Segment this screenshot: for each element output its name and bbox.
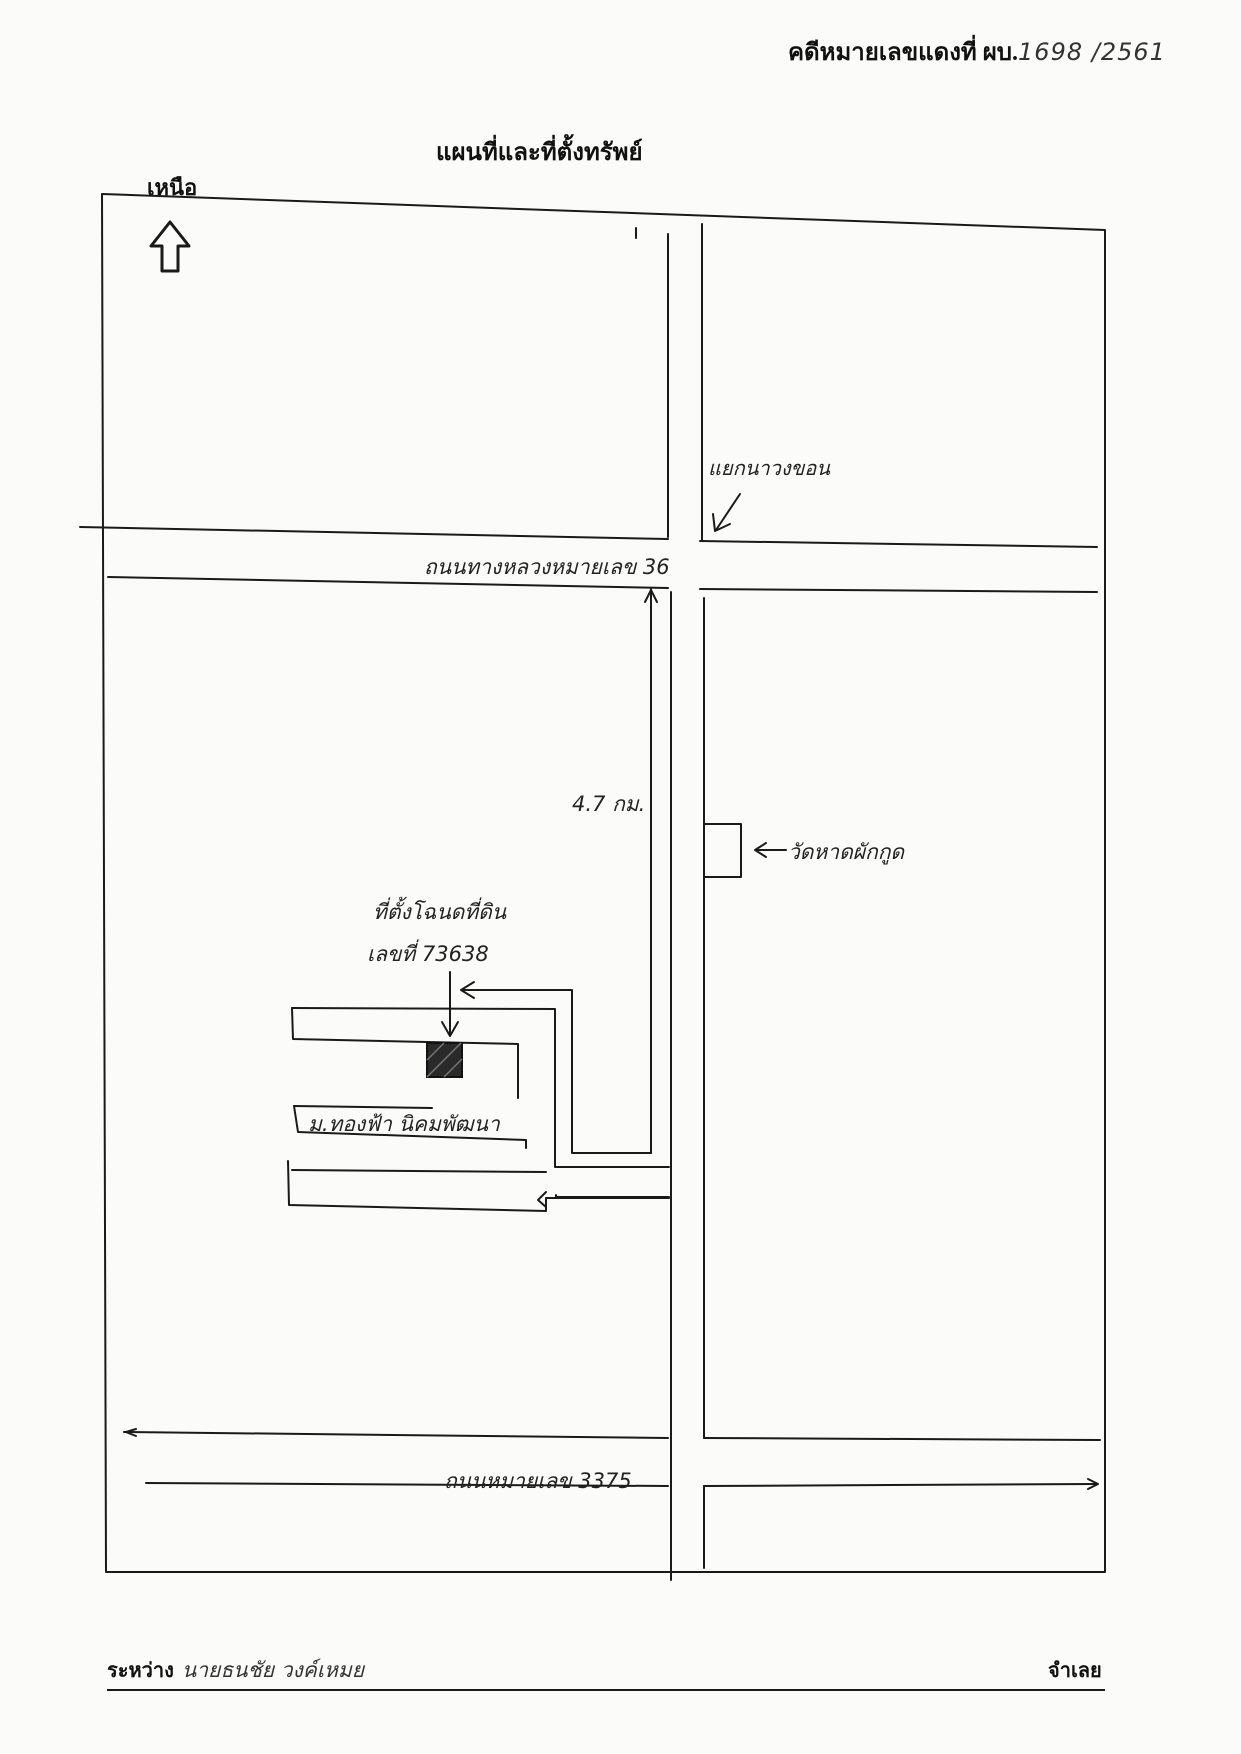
parties-line: ระหว่าง นายธนชัย วงค์เหมย (107, 1654, 364, 1687)
deed-number-label: เลขที่ 73638 (367, 942, 489, 966)
road-3375 (123, 1431, 1101, 1487)
highway-36-road (79, 526, 1098, 593)
main-ns-road (635, 223, 705, 1581)
village-label: ม.ทองฟ้า นิคมพัฒนา (308, 1112, 500, 1136)
deed-pointer-arrow-icon (441, 1021, 459, 1037)
road-3375-west-arrow-icon (125, 1428, 137, 1437)
case-number: 1698 /2561 (1018, 38, 1166, 66)
highway-36-label: ถนนทางหลวงหมายเลข 36 (424, 555, 670, 579)
temple-box (704, 823, 742, 878)
property-parcel (426, 1042, 463, 1078)
parties-names: นายธนชัย วงค์เหมย (181, 1658, 365, 1682)
north-arrow-icon (149, 220, 191, 273)
map-title: แผนที่และที่ตั้งทรัพย์ (436, 140, 643, 166)
soi-network (287, 981, 670, 1212)
road-3375-label: ถนนหมายเลข 3375 (444, 1469, 632, 1493)
map-frame (101, 193, 1106, 1573)
deed-location-label: ที่ตั้งโฉนดที่ดิน (373, 900, 507, 924)
distance-arrowhead-icon (644, 589, 658, 603)
defendant-label: จำเลย (1048, 1660, 1102, 1682)
junction-pointer-arrow-icon (712, 513, 731, 532)
case-label: คดีหมายเลขแดงที่ ผบ. (788, 40, 1019, 66)
parties-label: ระหว่าง (107, 1660, 174, 1682)
temple-label: วัดหาดผักกูด (788, 840, 905, 864)
distance-label: 4.7 กม. (572, 792, 646, 816)
road-3375-east-arrow-icon (1087, 1478, 1099, 1490)
junction-pointer-line (715, 493, 741, 531)
case-number-line: คดีหมายเลขแดงที่ ผบ.1698 /2561 (788, 32, 1166, 71)
junction-label: แยกนาวงขอน (708, 456, 830, 480)
temple-pointer-arrow-icon (754, 842, 767, 858)
